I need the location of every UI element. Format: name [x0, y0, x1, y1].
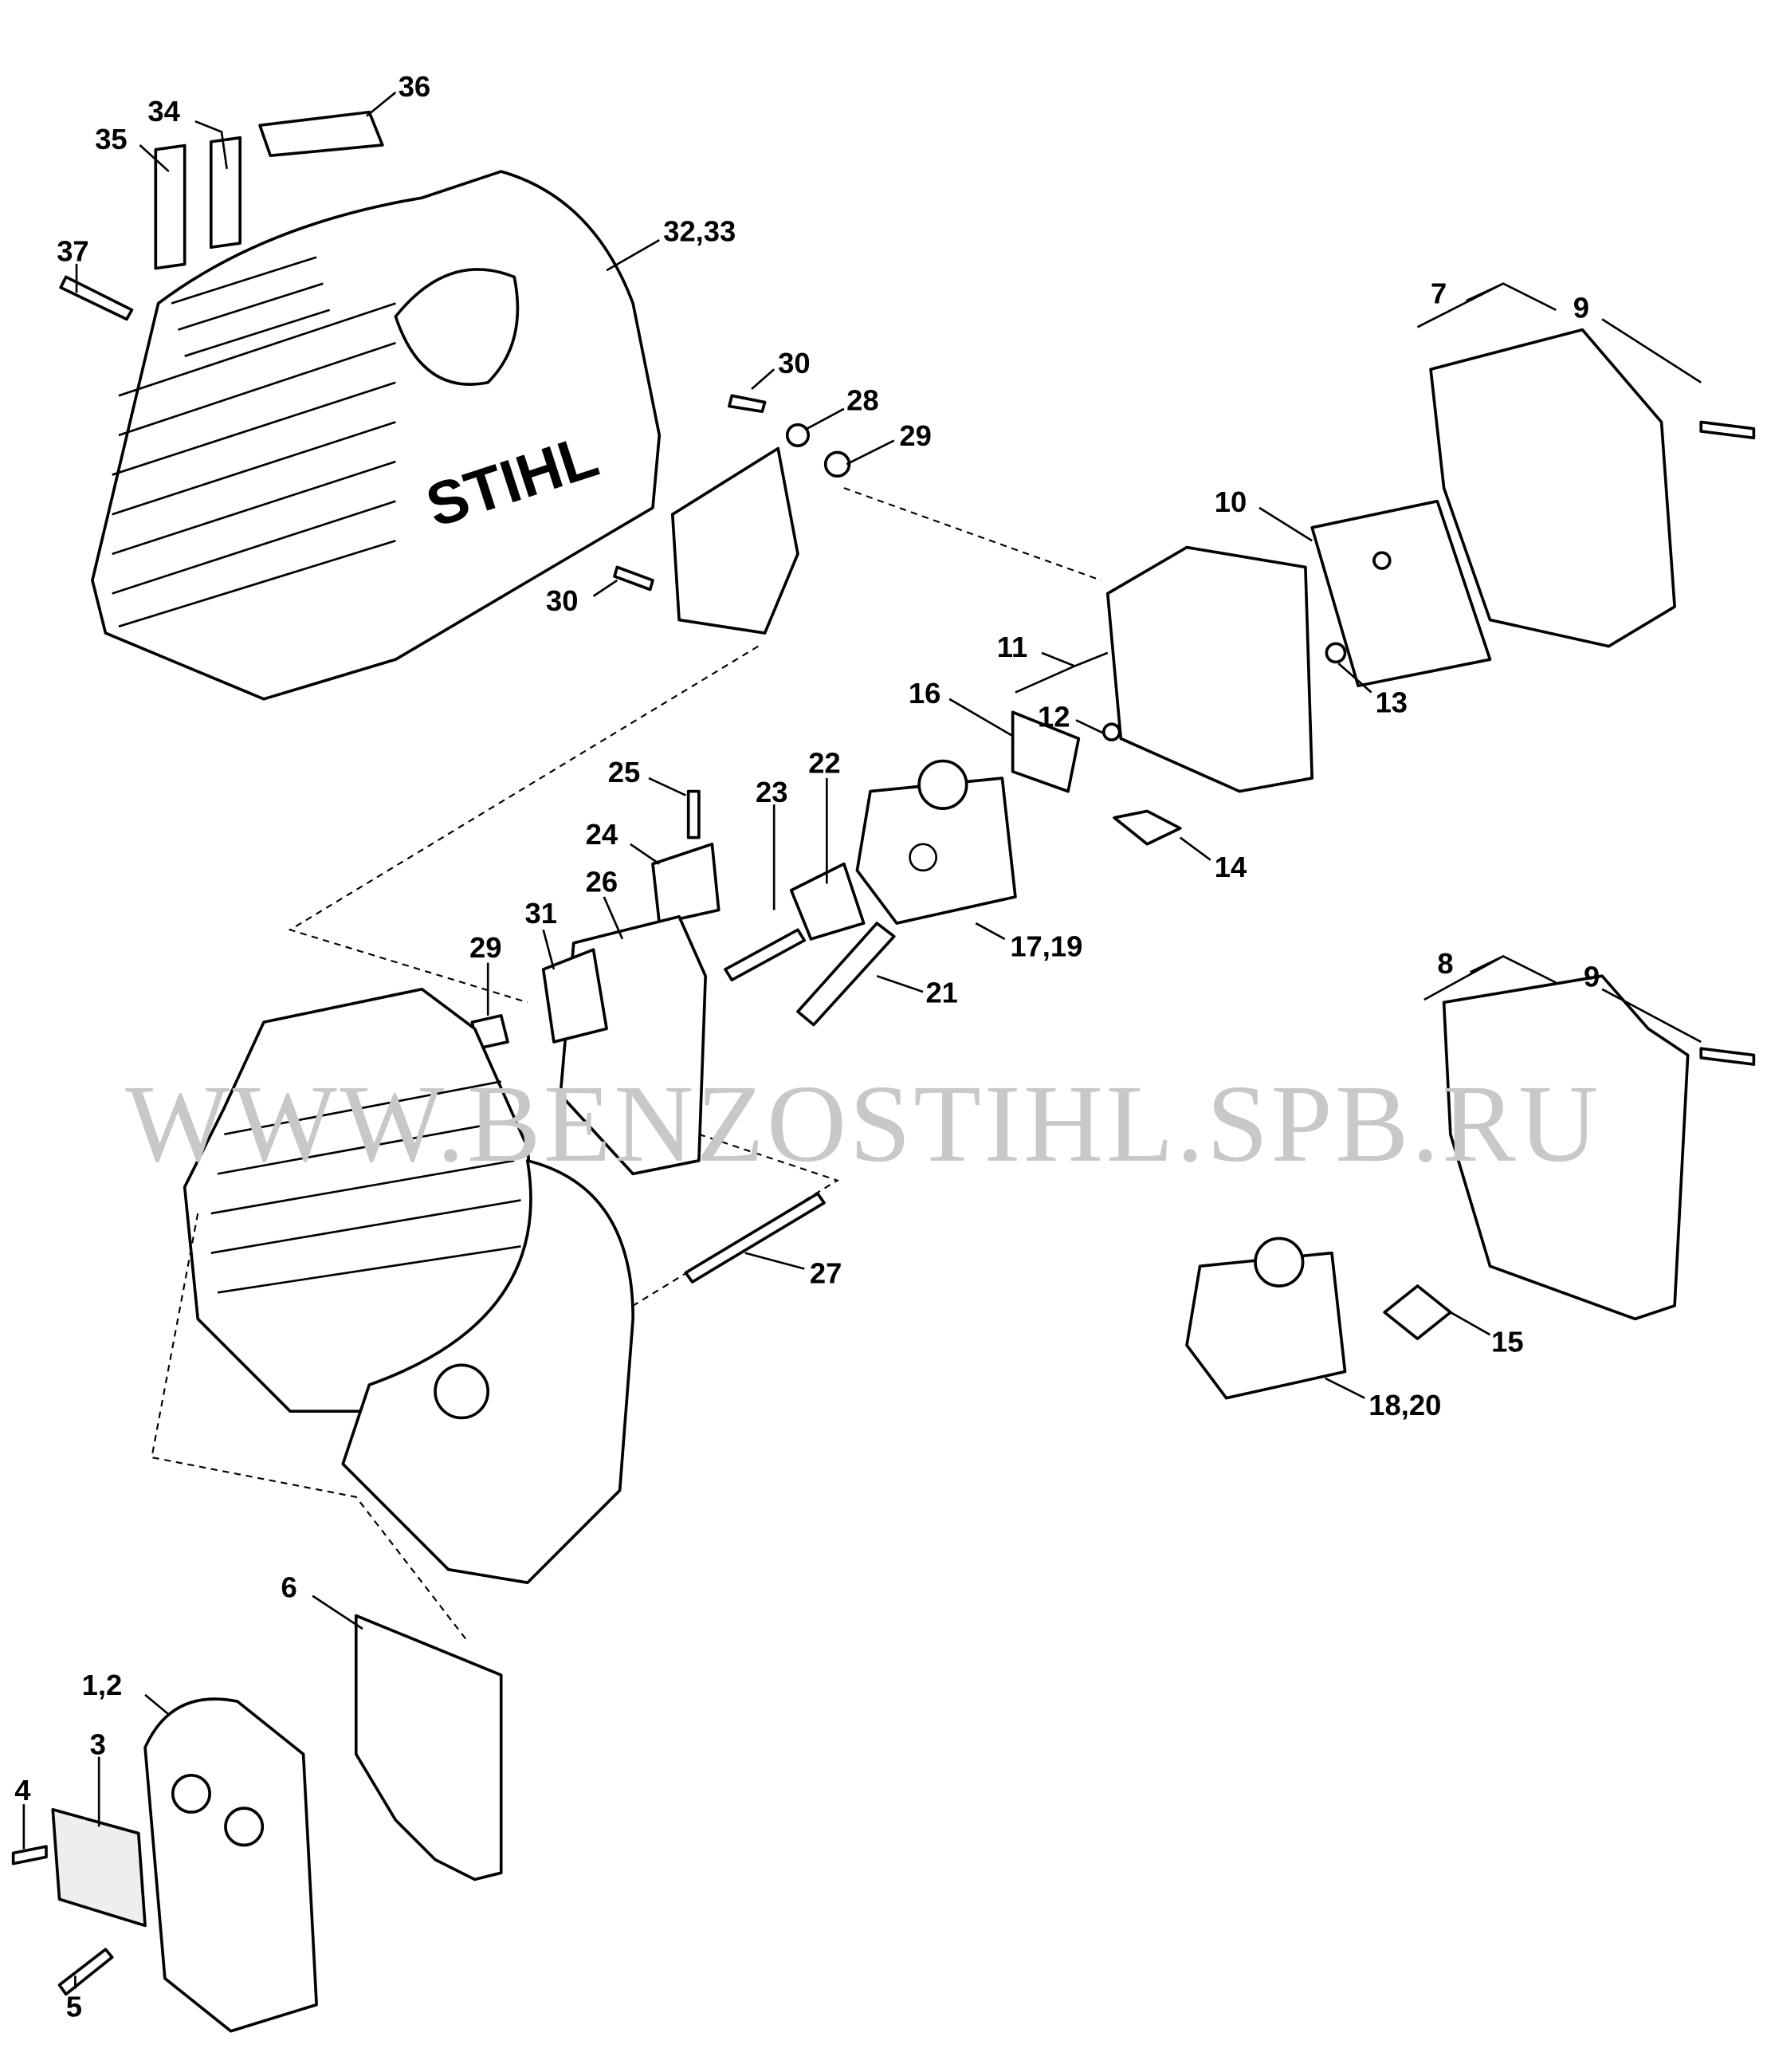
- callout-14: 14: [1215, 851, 1247, 883]
- label-35: [154, 144, 187, 270]
- callout-24: 24: [586, 818, 618, 851]
- bolt-23: [724, 928, 807, 982]
- assembly-line: [288, 645, 759, 1004]
- callout-28: 28: [846, 384, 878, 417]
- callout-25: 25: [608, 756, 640, 788]
- callout-15: 15: [1491, 1326, 1523, 1358]
- filter-hole: [1372, 551, 1392, 570]
- filter-base: [1105, 545, 1313, 793]
- intake-bracket: [670, 446, 799, 635]
- callout-22: 22: [808, 746, 840, 779]
- gasket-31: [541, 948, 608, 1044]
- filter-cover-8: [1442, 974, 1690, 1321]
- callout-3: 3: [90, 1728, 106, 1760]
- air-filter: [1310, 499, 1492, 688]
- callout-4: 4: [14, 1774, 31, 1807]
- gasket-6: [354, 1614, 503, 1881]
- screw-25: [686, 789, 701, 839]
- callout-18-20: 18,20: [1368, 1389, 1441, 1421]
- callout-7: 7: [1431, 277, 1447, 310]
- callout-9a: 9: [1573, 292, 1589, 324]
- part-24: [651, 842, 721, 925]
- callout-13: 13: [1376, 686, 1408, 718]
- assembly-line: [632, 1133, 840, 1307]
- label-36: [258, 110, 384, 158]
- callout-17-19: 17,19: [1010, 930, 1082, 962]
- callout-27: 27: [810, 1257, 842, 1290]
- callout-36: 36: [399, 70, 430, 103]
- callout-26: 26: [586, 865, 618, 898]
- callout-31: 31: [525, 897, 557, 930]
- muffler: [143, 1697, 318, 2033]
- callout-37: 37: [57, 235, 88, 268]
- callout-5: 5: [66, 1991, 82, 2023]
- callout-29b: 29: [469, 931, 501, 964]
- nut-12: [1101, 722, 1121, 741]
- callout-1-2: 1,2: [82, 1669, 123, 1701]
- muffler-port: [171, 1773, 211, 1814]
- callout-32-33: 32,33: [663, 215, 736, 248]
- callout-30a: 30: [778, 347, 810, 379]
- callout-16: 16: [909, 677, 940, 710]
- assembly-line: [843, 487, 1101, 581]
- part-28: [785, 423, 811, 447]
- choke-15: [1383, 1284, 1452, 1340]
- callout-6: 6: [281, 1571, 296, 1603]
- engine-cover: STIHL: [91, 170, 662, 701]
- callout-34: 34: [147, 95, 180, 128]
- callout-10: 10: [1215, 486, 1247, 518]
- part-29a: [823, 450, 851, 478]
- callout-11: 11: [997, 631, 1027, 663]
- screw-30b: [613, 565, 654, 592]
- callout-23: 23: [756, 776, 787, 808]
- label-34: [209, 136, 241, 250]
- muffler-port: [224, 1807, 265, 1847]
- screw-37: [59, 275, 134, 321]
- leader-lines: [22, 91, 1702, 1989]
- screw-5: [57, 1948, 114, 1996]
- callout-8: 8: [1437, 947, 1453, 980]
- tube-21: [796, 922, 896, 1027]
- choke-14: [1113, 809, 1182, 846]
- engine-block: [183, 987, 634, 1585]
- assembly-line: [151, 1213, 469, 1643]
- screen-3: [51, 1807, 147, 1928]
- filter-cover-7: [1429, 328, 1676, 648]
- carburetor-17-19: [855, 759, 1017, 925]
- watermark: WWW.BENZOSTIHL.SPB.RU: [125, 1063, 1600, 1185]
- gasket-16: [1011, 710, 1081, 793]
- callout-30b: 30: [546, 584, 578, 617]
- screw-9b: [1699, 1047, 1756, 1066]
- screw-9a: [1699, 420, 1756, 440]
- nut-13: [1325, 642, 1347, 664]
- callout-12: 12: [1038, 701, 1070, 733]
- screw-4: [11, 1845, 48, 1866]
- carburetor-18-20: [1185, 1237, 1347, 1400]
- callout-35: 35: [95, 123, 127, 155]
- callout-21: 21: [925, 976, 957, 1008]
- screw-30a: [728, 394, 767, 413]
- bolt-27: [684, 1192, 826, 1284]
- callout-29a: 29: [899, 419, 931, 452]
- callout-9b: 9: [1584, 960, 1600, 993]
